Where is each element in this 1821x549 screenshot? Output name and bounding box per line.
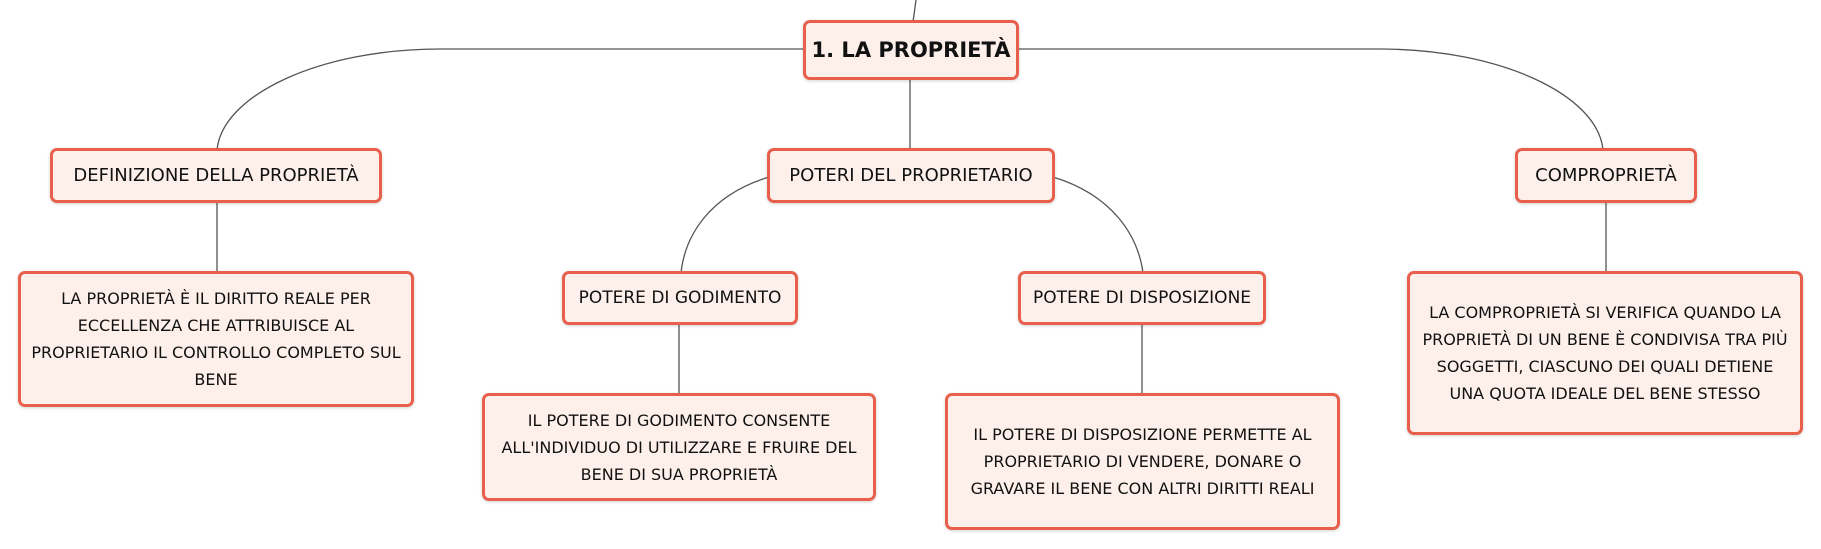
comproprieta-node[interactable]: COMPROPRIETÀ: [1515, 148, 1697, 203]
connector-root-definizione: [216, 48, 805, 151]
definizione-node-label: DEFINIZIONE DELLA PROPRIETÀ: [73, 165, 359, 186]
definizione-node[interactable]: DEFINIZIONE DELLA PROPRIETÀ: [50, 148, 382, 203]
disposizione-text-node[interactable]: IL POTERE DI DISPOSIZIONE PERMETTE AL PR…: [945, 393, 1340, 530]
connector-root-parent: [912, 0, 917, 23]
comproprieta-text: LA COMPROPRIETÀ SI VERIFICA QUANDO LA PR…: [1422, 303, 1788, 403]
poteri-node[interactable]: POTERI DEL PROPRIETARIO: [767, 148, 1055, 203]
disposizione-text: IL POTERE DI DISPOSIZIONE PERMETTE AL PR…: [970, 425, 1315, 498]
poteri-node-label: POTERI DEL PROPRIETARIO: [789, 165, 1033, 186]
godimento-node-label: POTERE DI GODIMENTO: [578, 288, 782, 308]
connector-root-comproprieta: [1017, 48, 1604, 151]
godimento-text: IL POTERE DI GODIMENTO CONSENTE ALL'INDI…: [501, 410, 857, 484]
disposizione-node-label: POTERE DI DISPOSIZIONE: [1032, 288, 1252, 308]
godimento-node[interactable]: POTERE DI GODIMENTO: [562, 271, 798, 325]
root-node-label: 1. LA PROPRIETÀ: [811, 38, 1011, 62]
root-node[interactable]: 1. LA PROPRIETÀ: [803, 20, 1019, 80]
comproprieta-node-label: COMPROPRIETÀ: [1535, 165, 1677, 186]
comproprieta-text-node[interactable]: LA COMPROPRIETÀ SI VERIFICA QUANDO LA PR…: [1407, 271, 1803, 435]
definizione-text-node[interactable]: LA PROPRIETÀ È IL DIRITTO REALE PER ECCE…: [18, 271, 414, 407]
connector-poteri-godimento: [680, 176, 770, 274]
definizione-text: LA PROPRIETÀ È IL DIRITTO REALE PER ECCE…: [31, 289, 401, 389]
connector-poteri-disposizione: [1052, 176, 1144, 274]
godimento-text-node[interactable]: IL POTERE DI GODIMENTO CONSENTE ALL'INDI…: [482, 393, 876, 501]
disposizione-node[interactable]: POTERE DI DISPOSIZIONE: [1018, 271, 1266, 325]
